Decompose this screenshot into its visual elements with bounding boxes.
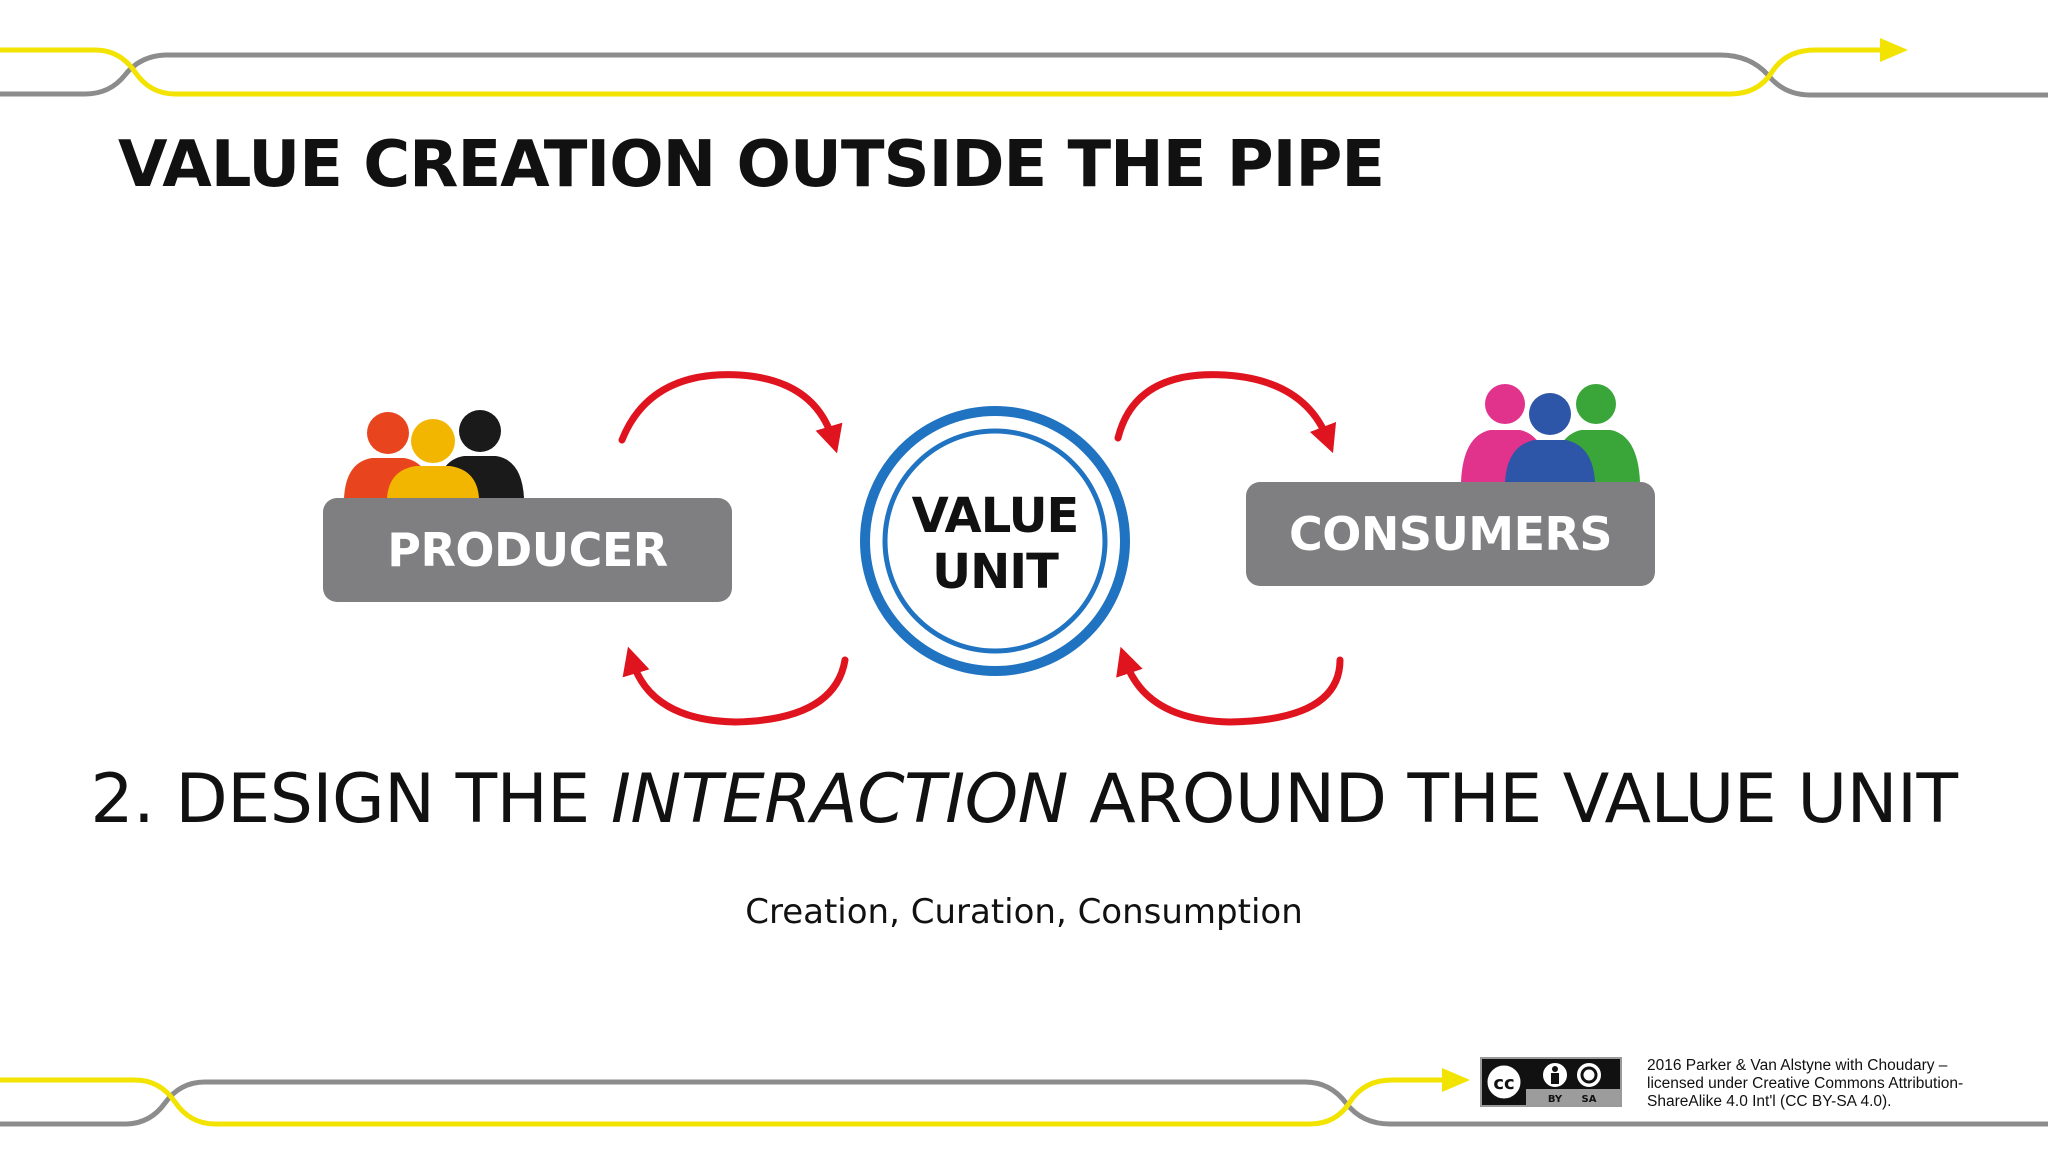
value-unit-line1: VALUE — [911, 488, 1080, 544]
cc-by-label: BY — [1548, 1094, 1563, 1105]
consumers-label: CONSUMERS — [1288, 507, 1613, 561]
value-unit-label: VALUE UNIT — [875, 488, 1115, 600]
credit-line: licensed under Creative Commons Attribut… — [1647, 1075, 1964, 1092]
top-pipe-arrowhead-icon — [1880, 38, 1908, 62]
credit-line: ShareAlike 4.0 Int'l (CC BY-SA 4.0). — [1647, 1093, 1892, 1110]
headline-prefix: 2. DESIGN THE — [90, 760, 611, 839]
slide-subtitle: Creation, Curation, Consumption — [745, 892, 1303, 932]
value-unit-line2: UNIT — [932, 544, 1059, 600]
slide-headline: 2. DESIGN THE INTERACTION AROUND THE VAL… — [0, 760, 2048, 839]
producer-label: PRODUCER — [387, 523, 668, 577]
unit-to-consumers-arrow-icon — [1114, 371, 1337, 454]
value-unit-circle — [860, 406, 1130, 676]
headline-suffix: AROUND THE VALUE UNIT — [1068, 760, 1958, 839]
headline-emphasis: INTERACTION — [610, 760, 1069, 839]
bottom-pipe-lines — [0, 1068, 2048, 1127]
credit-line: 2016 Parker & Van Alstyne with Choudary … — [1647, 1057, 1948, 1074]
consumers-people-icon — [1461, 384, 1640, 482]
producer-people-icon — [344, 410, 524, 498]
top-pipe-lines — [0, 38, 2048, 98]
cc-by-sa-icon: cc BY SA — [1480, 1057, 1622, 1107]
license-credit: 2016 Parker & Van Alstyne with Choudary … — [1647, 1057, 2047, 1111]
producer-box: PRODUCER — [323, 498, 732, 602]
cc-sa-label: SA — [1582, 1094, 1597, 1105]
unit-to-producer-arrow-icon — [622, 646, 849, 726]
producer-to-unit-arrow-icon — [618, 371, 843, 454]
slide-title: VALUE CREATION OUTSIDE THE PIPE — [118, 128, 1385, 202]
consumers-to-unit-arrow-icon — [1116, 646, 1344, 726]
consumers-box: CONSUMERS — [1246, 482, 1655, 586]
svg-text:cc: cc — [1493, 1073, 1514, 1094]
bottom-pipe-arrowhead-icon — [1442, 1068, 1470, 1092]
